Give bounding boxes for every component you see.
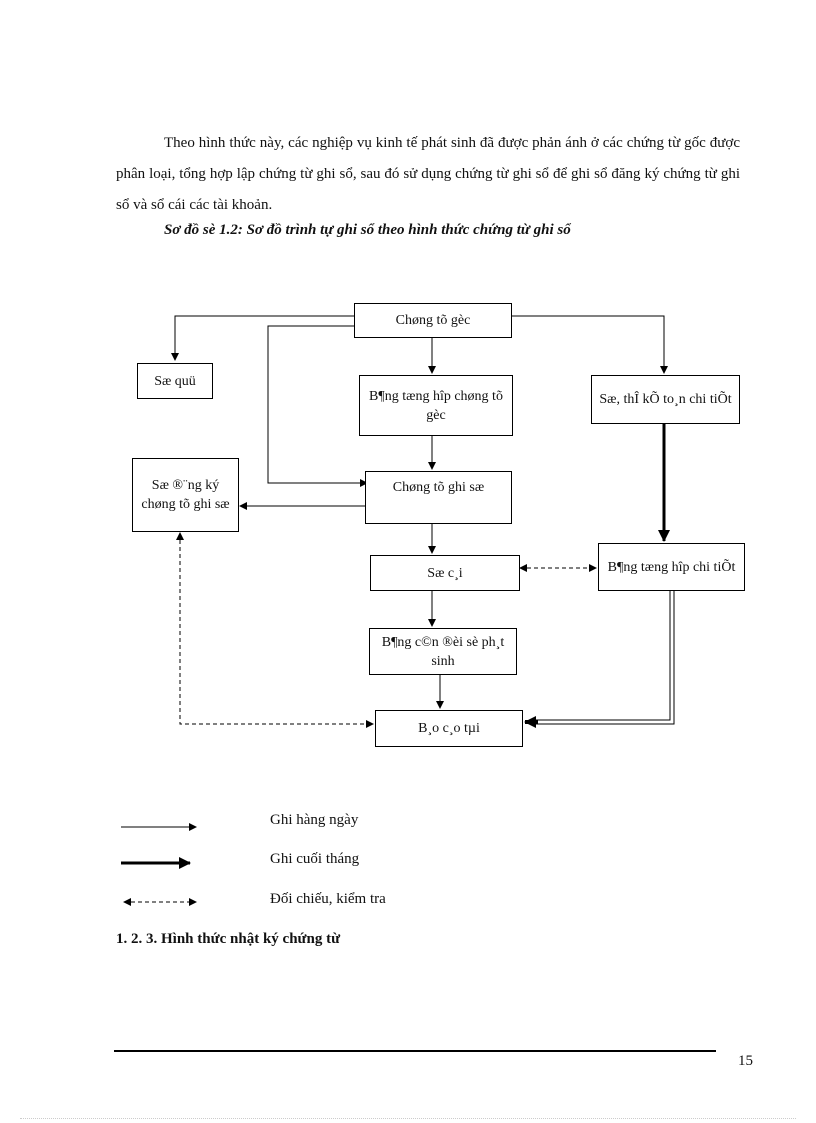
- section-heading: 1. 2. 3. Hình thức nhật ký chứng từ: [116, 931, 341, 947]
- month-end-bang-to-bao-cao-inner: [535, 591, 671, 721]
- box-bao-cao-tai-chinh: B¸o c¸o tµi: [375, 710, 523, 747]
- arrow-goc-to-chung-tu-ghi-so: [267, 325, 368, 487]
- box-so-the-ke-toan-chi-tiet: Sæ, thÎ kÕ to¸n chi tiÕt: [591, 375, 740, 424]
- box-chung-tu-ghi-so: Chøng tõ ghi sæ: [365, 471, 512, 524]
- legend-daily-label: Ghi hàng ngày: [270, 812, 359, 828]
- box-so-quy: Sæ quü: [137, 363, 213, 399]
- legend-month-end-label: Ghi cuối tháng: [270, 851, 360, 867]
- footer-rule: [114, 1050, 716, 1052]
- box-bang-tong-hop-chi-tiet: B¶ng tæng hîp chi tiÕt: [598, 543, 745, 591]
- arrow-goc-to-so-quy: [171, 315, 354, 361]
- arrow-goc-to-the-chi-tiet: [512, 315, 668, 374]
- box-bang-tong-hop-chung-tu-goc: B¶ng tæng hîp chøng tõ gèc: [359, 375, 513, 436]
- check-dang-ky-bao-cao: [176, 532, 374, 728]
- intro-text: Theo hình thức này, các nghiệp vụ kinh t…: [116, 135, 740, 213]
- box-chung-tu-goc: Chøng tõ gèc: [354, 303, 512, 338]
- flow-diagram: [121, 315, 675, 906]
- box-bang-can-doi-so-phat-sinh: B¶ng c©n ®èi sè ph¸t sinh: [369, 628, 517, 675]
- page-number: 15: [738, 1053, 753, 1069]
- box-so-cai: Sæ c¸i: [370, 555, 520, 591]
- intro-paragraph: Theo hình thức này, các nghiệp vụ kinh t…: [116, 128, 740, 221]
- diagram-caption: Sơ đồ sè 1.2: Sơ đồ trình tự ghi sổ theo…: [164, 222, 571, 238]
- page-bottom-border: [20, 1118, 796, 1119]
- month-end-bang-to-bao-cao-outer: [535, 591, 675, 725]
- legend-check-label: Đối chiếu, kiểm tra: [270, 891, 386, 907]
- box-so-dang-ky-chung-tu-ghi-so: Sæ ®¨ng ký chøng tõ ghi sæ: [132, 458, 239, 532]
